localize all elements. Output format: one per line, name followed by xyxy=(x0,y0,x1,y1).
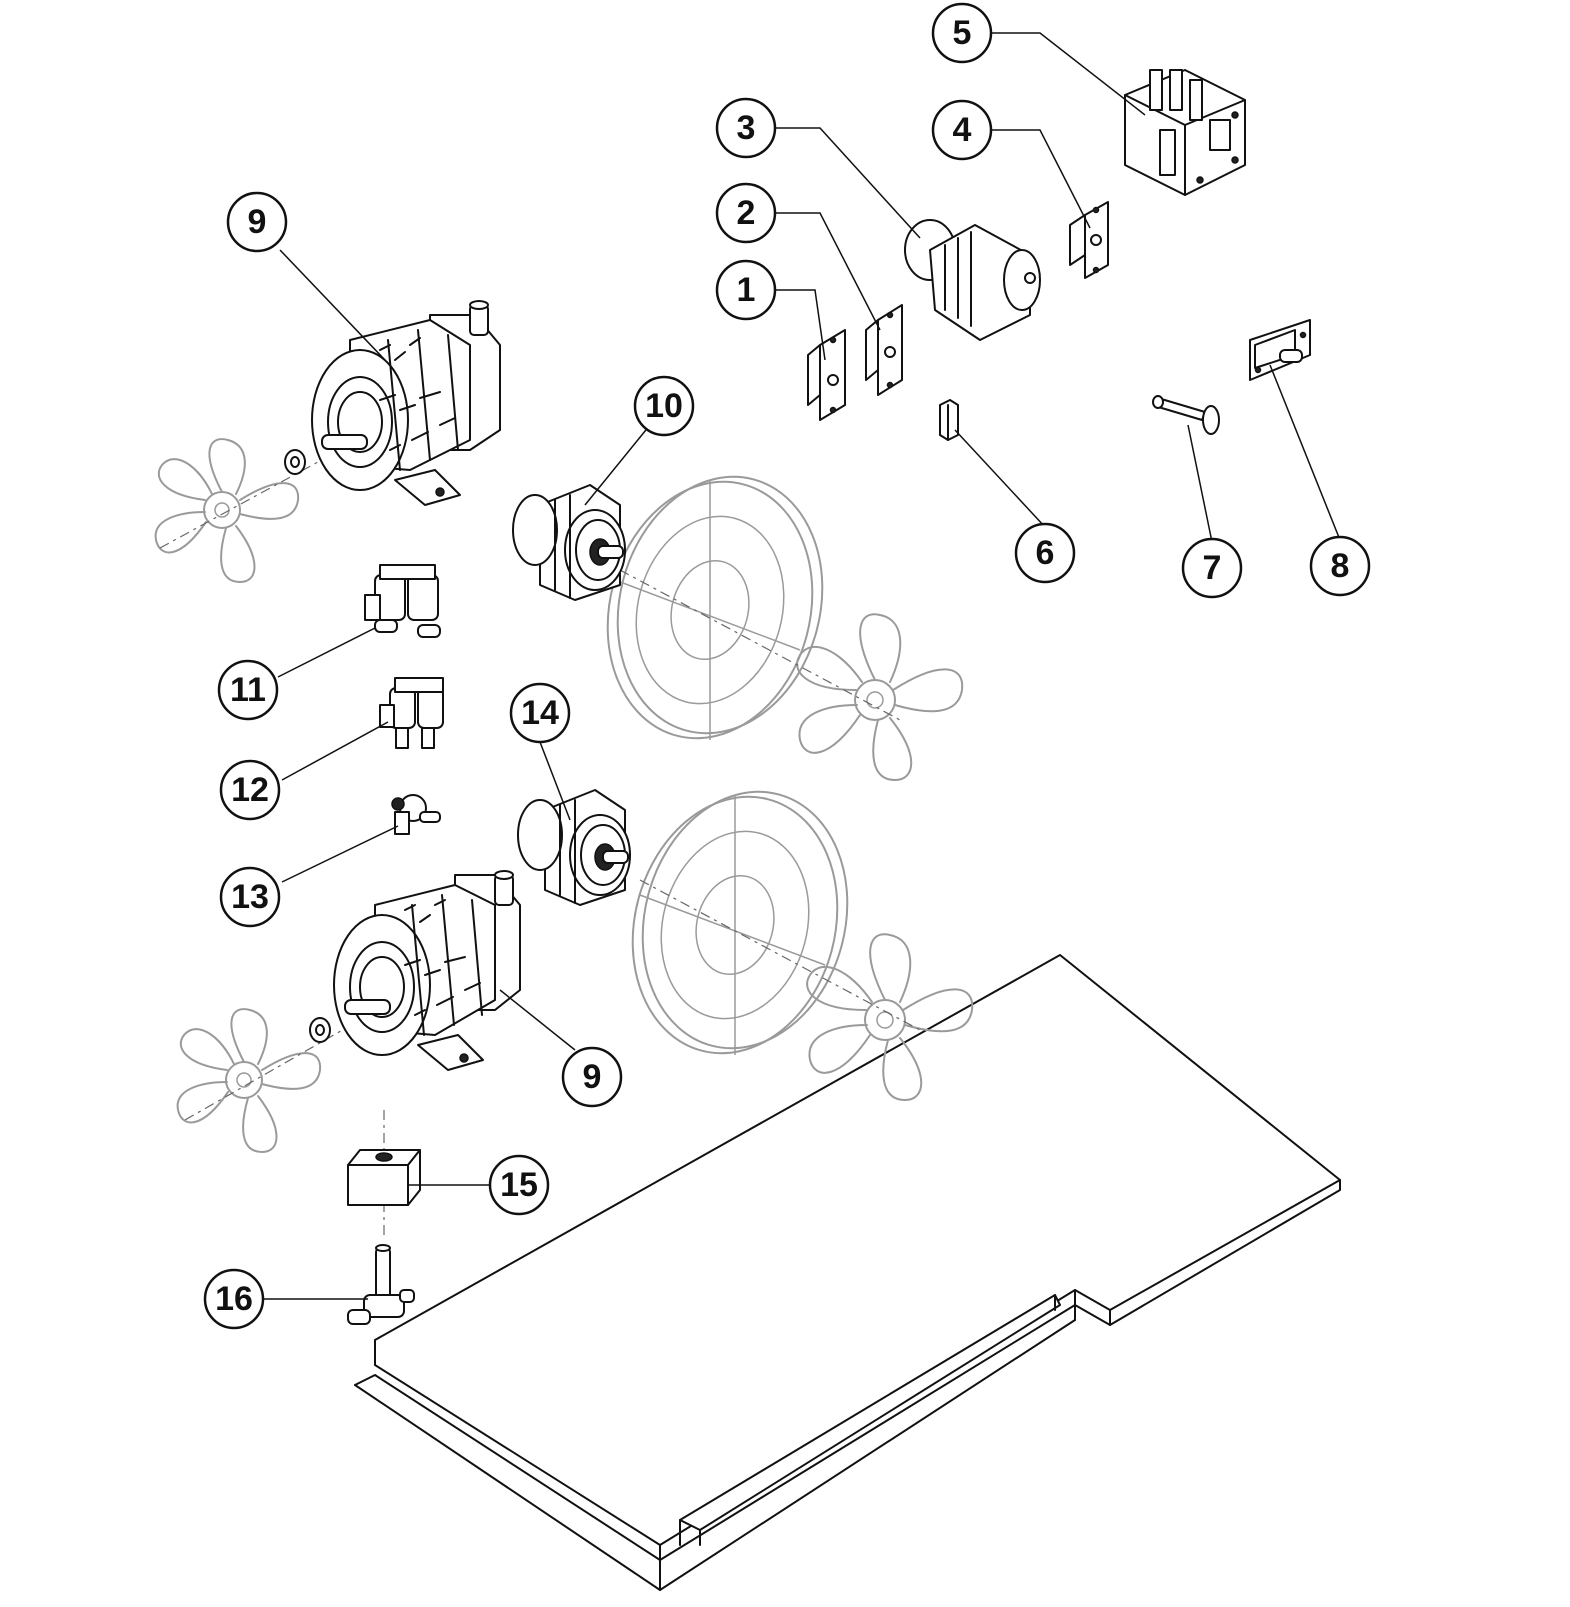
callout-10-label: 10 xyxy=(645,387,683,425)
callout-7-label: 7 xyxy=(1203,549,1222,587)
callout-3: 3 xyxy=(715,97,777,159)
callout-13: 13 xyxy=(219,866,281,928)
leader-lines xyxy=(263,32,1341,1300)
bolt-7 xyxy=(1152,395,1220,435)
callout-9-lower-label: 9 xyxy=(583,1058,602,1096)
callout-12-label: 12 xyxy=(231,771,269,809)
callout-6: 6 xyxy=(1014,522,1076,584)
callout-1-label: 1 xyxy=(737,271,756,309)
fan-blade-lower-right xyxy=(806,933,974,1101)
callout-1: 1 xyxy=(715,259,777,321)
callout-11-label: 11 xyxy=(230,671,266,709)
callout-10: 10 xyxy=(633,375,695,437)
callout-8: 8 xyxy=(1309,535,1371,597)
callout-3-label: 3 xyxy=(737,109,756,147)
callout-5: 5 xyxy=(931,2,993,64)
callout-13-label: 13 xyxy=(231,878,269,916)
bracket-2 xyxy=(865,304,903,396)
base-panel xyxy=(354,954,1341,1591)
callout-2: 2 xyxy=(715,182,777,244)
callout-4-label: 4 xyxy=(953,111,972,149)
callout-14: 14 xyxy=(509,682,571,744)
callout-9-upper-label: 9 xyxy=(248,203,267,241)
fan-guard-lower xyxy=(631,790,849,1055)
callout-15: 15 xyxy=(488,1154,550,1216)
axis-line-lower xyxy=(639,879,921,1031)
callout-4: 4 xyxy=(931,99,993,161)
valve-13 xyxy=(391,794,441,835)
motor-upper xyxy=(284,300,501,506)
fan-blade-lower-left xyxy=(176,1008,361,1153)
nut-block-15 xyxy=(347,1110,421,1240)
fan-blade-upper-left xyxy=(154,438,341,583)
callout-16: 16 xyxy=(203,1268,265,1330)
callout-5-label: 5 xyxy=(953,14,972,52)
contactor-5 xyxy=(1124,69,1246,196)
gear-motor-14 xyxy=(517,789,631,906)
switch-bracket-8 xyxy=(1249,319,1311,381)
callout-14-label: 14 xyxy=(521,694,559,732)
valve-11 xyxy=(364,564,441,638)
bracket-1 xyxy=(807,329,846,421)
callout-11: 11 xyxy=(217,659,279,721)
motor-lower xyxy=(309,870,521,1071)
gear-motor-10 xyxy=(512,484,626,601)
rotary-switch-3 xyxy=(904,219,1041,341)
callout-6-label: 6 xyxy=(1036,534,1055,572)
callout-12: 12 xyxy=(219,759,281,821)
callout-8-label: 8 xyxy=(1331,547,1350,585)
valve-12 xyxy=(379,677,444,749)
bracket-4 xyxy=(1069,201,1109,279)
callout-9-upper: 9 xyxy=(226,191,288,253)
callout-15-label: 15 xyxy=(500,1166,538,1204)
callout-16-label: 16 xyxy=(215,1280,253,1318)
callout-2-label: 2 xyxy=(737,194,756,232)
axis-line-upper xyxy=(619,569,901,721)
fan-blade-upper-right xyxy=(796,613,964,781)
key-6 xyxy=(939,399,959,441)
valve-16 xyxy=(347,1244,415,1325)
callout-9-lower: 9 xyxy=(561,1046,623,1108)
callout-7: 7 xyxy=(1181,537,1243,599)
